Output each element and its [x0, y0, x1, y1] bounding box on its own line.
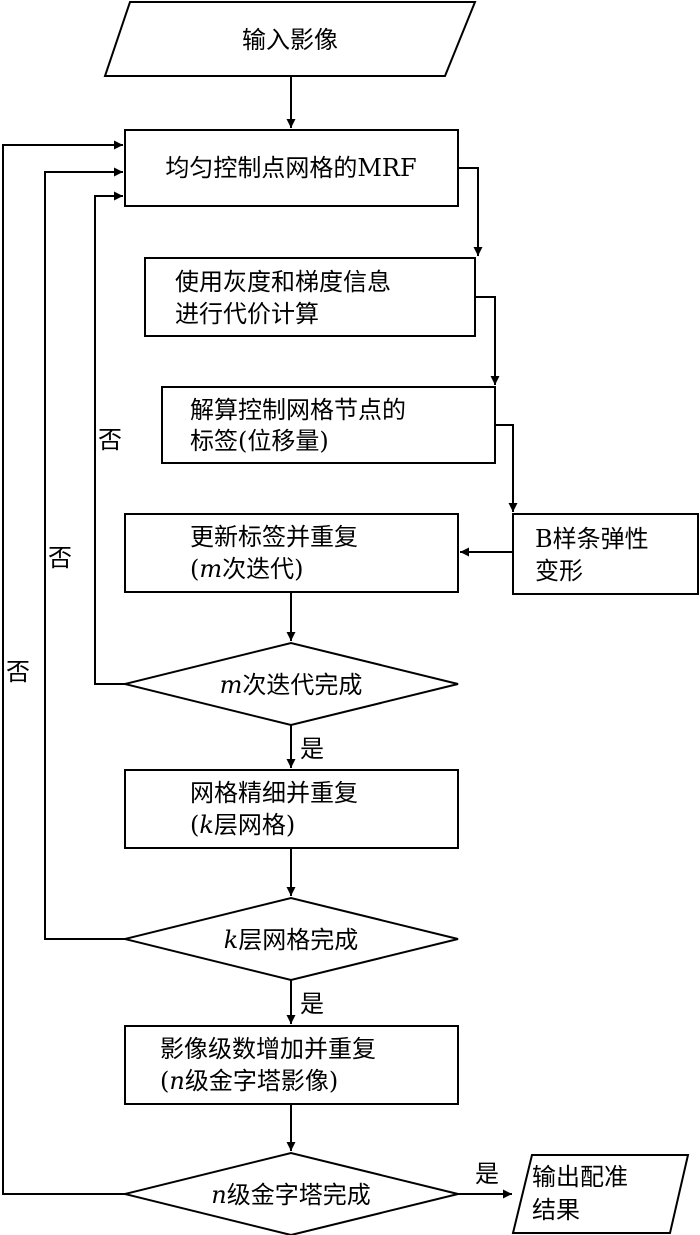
- output-label-line2: 结果: [532, 1196, 580, 1224]
- update-label-line1: 更新标签并重复: [190, 523, 358, 551]
- output-parallelogram: 输出配准 结果: [511, 1154, 690, 1234]
- mrf-box: 均匀控制点网格的MRF: [124, 129, 459, 207]
- update-box: 更新标签并重复 (m次迭代): [124, 513, 459, 593]
- yes-label-n: 是: [475, 1160, 499, 1188]
- level-box: 影像级数增加并重复 (n级金字塔影像): [124, 1025, 459, 1105]
- no-label-n: 否: [6, 658, 30, 686]
- level-label-line2: (n级金字塔影像): [160, 1067, 338, 1095]
- k-done-diamond: k层网格完成: [124, 896, 459, 982]
- m-done-label: m次迭代完成: [220, 671, 363, 699]
- cost-box: 使用灰度和梯度信息 进行代价计算: [144, 257, 476, 337]
- k-done-label: k层网格完成: [224, 926, 359, 954]
- output-label-line1: 输出配准: [532, 1163, 628, 1191]
- arrow-mrf-to-cost: [458, 167, 483, 256]
- loop-m-no: [94, 191, 125, 685]
- solve-label-line1: 解算控制网格节点的: [190, 396, 406, 424]
- mrf-label: 均匀控制点网格的MRF: [165, 154, 416, 182]
- level-label-line1: 影像级数增加并重复: [160, 1035, 376, 1063]
- bspline-label-line2: 变形: [535, 557, 583, 585]
- cost-label-line2: 进行代价计算: [175, 300, 319, 328]
- input-parallelogram: 输入影像: [103, 1, 477, 77]
- n-done-label: n级金字塔完成: [211, 1181, 370, 1209]
- loop-n-no: [2, 140, 125, 1195]
- arrow-cost-to-solve: [475, 296, 500, 385]
- m-done-diamond: m次迭代完成: [124, 641, 459, 727]
- input-label: 输入影像: [242, 26, 338, 54]
- refine-label-line2: (k层网格): [190, 811, 295, 839]
- no-label-k: 否: [48, 544, 72, 572]
- solve-label-line2: 标签(位移量): [190, 427, 329, 455]
- cost-label-line1: 使用灰度和梯度信息: [175, 268, 391, 296]
- solve-box: 解算控制网格节点的 标签(位移量): [161, 386, 496, 464]
- bspline-box: B样条弹性 变形: [512, 513, 699, 595]
- n-done-diamond: n级金字塔完成: [124, 1151, 459, 1235]
- update-label-line2: (m次迭代): [190, 555, 304, 583]
- arrow-solve-to-bspline: [495, 424, 518, 512]
- loop-k-no: [44, 167, 125, 940]
- refine-label-line1: 网格精细并重复: [190, 779, 358, 807]
- no-label-m: 否: [98, 426, 122, 454]
- refine-box: 网格精细并重复 (k层网格): [124, 769, 459, 849]
- bspline-label-line1: B样条弹性: [535, 525, 649, 553]
- yes-label-k: 是: [300, 990, 324, 1018]
- yes-label-m: 是: [300, 735, 324, 763]
